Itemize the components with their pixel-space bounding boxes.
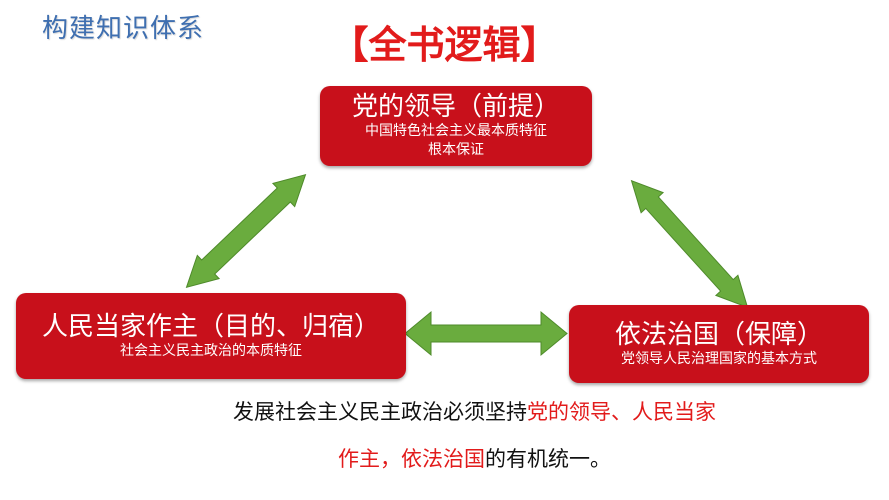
node-title: 人民当家作主（目的、归宿） [41, 311, 380, 342]
node-subtitle: 中国特色社会主义最本质特征 [365, 123, 547, 139]
node-subtitle: 社会主义民主政治的本质特征 [120, 342, 302, 359]
node-title: 党的领导（前提） [351, 92, 560, 122]
double-arrow-top-left [185, 173, 307, 289]
page-title: 【全书逻辑】 [330, 23, 559, 67]
summary-line-2: 作主，依法治国的有机统一。 [30, 443, 889, 473]
summary-line-1: 发展社会主义民主政治必须坚持党的领导、人民当家 [30, 396, 889, 426]
node-party-leadership: 党的领导（前提） 中国特色社会主义最本质特征 根本保证 [320, 86, 592, 166]
double-arrow-bottom [404, 310, 568, 357]
summary-highlight: 党的领导、人民当家 [527, 400, 716, 424]
section-heading: 构建知识体系 [42, 14, 205, 44]
summary-highlight: 作主，依法治国 [338, 447, 485, 471]
double-arrow-top-right [630, 179, 749, 309]
node-subtitle: 党领导人民治理国家的基本方式 [621, 350, 817, 367]
node-subtitle: 根本保证 [428, 142, 484, 158]
summary-text: 的有机统一。 [485, 447, 611, 471]
node-rule-of-law: 依法治国（保障） 党领导人民治理国家的基本方式 [569, 305, 869, 383]
node-people-masters: 人民当家作主（目的、归宿） 社会主义民主政治的本质特征 [16, 293, 406, 379]
summary-text: 发展社会主义民主政治必须坚持 [233, 400, 527, 424]
node-title: 依法治国（保障） [614, 319, 823, 350]
